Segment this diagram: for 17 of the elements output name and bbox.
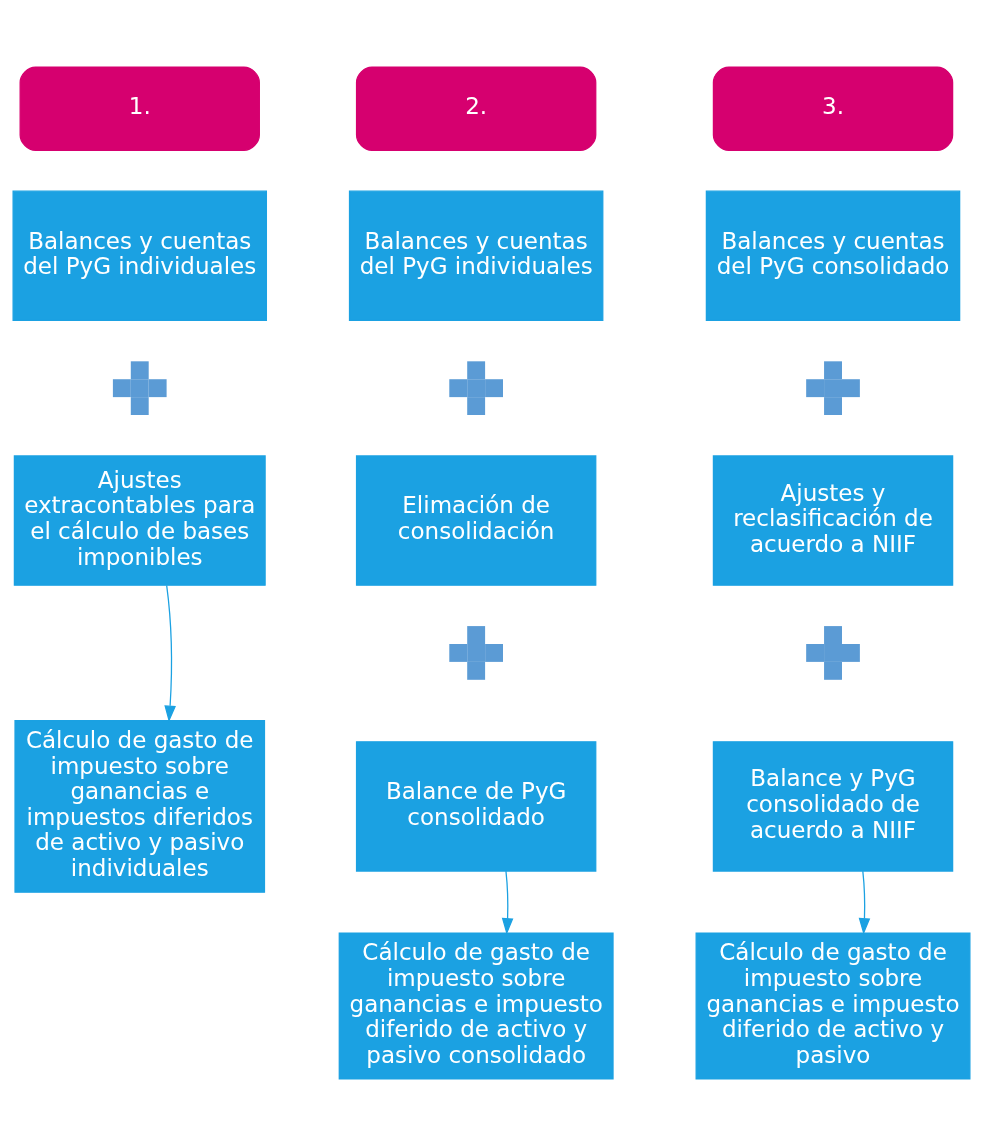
node-box: Elimación de consolidación (355, 455, 597, 586)
node-box: 3. (712, 66, 954, 151)
node-box: Ajustes y reclasificación de acuerdo a NIIF (712, 455, 954, 586)
node-box: 1. (19, 66, 260, 151)
node-box: Balances y cuentas del PyG consolidado (705, 190, 961, 321)
node-box: Balance y PyG consolidado de acuerdo a NIIF (712, 741, 954, 872)
node-box: Balances y cuentas del PyG individuales (348, 190, 604, 321)
arrow (164, 584, 176, 723)
node-box: 2. (355, 66, 597, 151)
node-box: Cálculo de gasto de impuesto sobre ganancias e impuesto diferido de activo y pasivo (695, 932, 971, 1080)
arrow (858, 870, 871, 935)
node-box: Cálculo de gasto de impuesto sobre ganancias e impuesto diferido de activo y pasivo consolidado (338, 932, 614, 1080)
node-box: Balance de PyG consolidado (355, 741, 597, 872)
node-box: Balances y cuentas del PyG individuales (12, 190, 267, 321)
node-box: Cálculo de gasto de impuesto sobre ganancias e impuestos diferidos de activo y pasivo individuales (14, 720, 266, 893)
node-box: Ajustes extracontables para el cálculo de bases imponibles (13, 455, 266, 586)
arrow (501, 870, 514, 935)
